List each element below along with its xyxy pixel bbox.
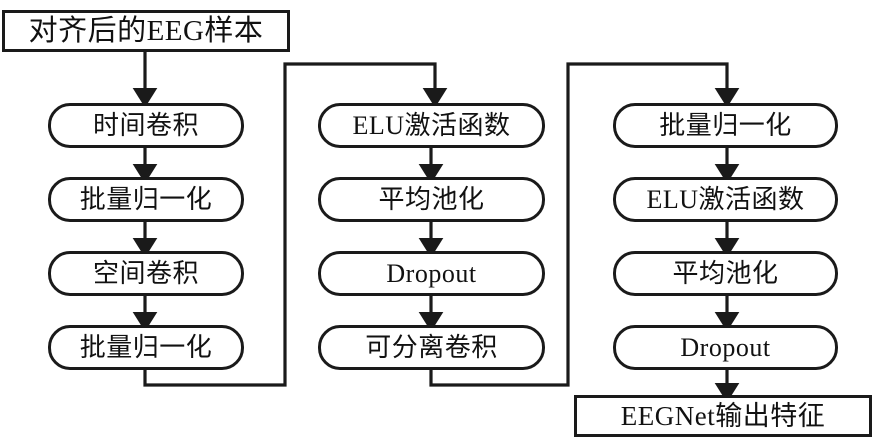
node-c1-3: 空间卷积 <box>48 251 244 296</box>
node-c2-1-label: ELU激活函数 <box>352 110 511 140</box>
node-c2-4: 可分离卷积 <box>318 325 545 370</box>
node-c2-2-label: 平均池化 <box>378 184 485 214</box>
node-c1-1: 时间卷积 <box>48 103 244 148</box>
output-node-label: EEGNet输出特征 <box>620 400 826 431</box>
node-c3-3-label: 平均池化 <box>672 258 779 288</box>
node-c1-3-label: 空间卷积 <box>92 258 199 288</box>
node-c1-4-label: 批量归一化 <box>79 332 213 362</box>
node-c1-1-label: 时间卷积 <box>92 110 199 140</box>
node-c1-4: 批量归一化 <box>48 325 244 370</box>
node-c3-4: Dropout <box>613 325 838 370</box>
input-node-label: 对齐后的EEG样本 <box>28 14 264 47</box>
node-c2-4-label: 可分离卷积 <box>365 332 498 362</box>
input-node: 对齐后的EEG样本 <box>2 10 290 52</box>
node-c3-2-label: ELU激活函数 <box>646 184 805 214</box>
node-c2-3: Dropout <box>318 251 545 296</box>
node-c2-2: 平均池化 <box>318 177 545 222</box>
node-c2-1: ELU激活函数 <box>318 103 545 148</box>
node-c2-3-label: Dropout <box>386 258 477 288</box>
node-c3-4-label: Dropout <box>680 332 771 362</box>
output-node: EEGNet输出特征 <box>574 395 872 437</box>
node-c1-2: 批量归一化 <box>48 177 244 222</box>
node-c3-1-label: 批量归一化 <box>659 110 792 140</box>
node-c3-3: 平均池化 <box>613 251 838 296</box>
node-c1-2-label: 批量归一化 <box>79 184 213 214</box>
node-c3-1: 批量归一化 <box>613 103 838 148</box>
node-c3-2: ELU激活函数 <box>613 177 838 222</box>
